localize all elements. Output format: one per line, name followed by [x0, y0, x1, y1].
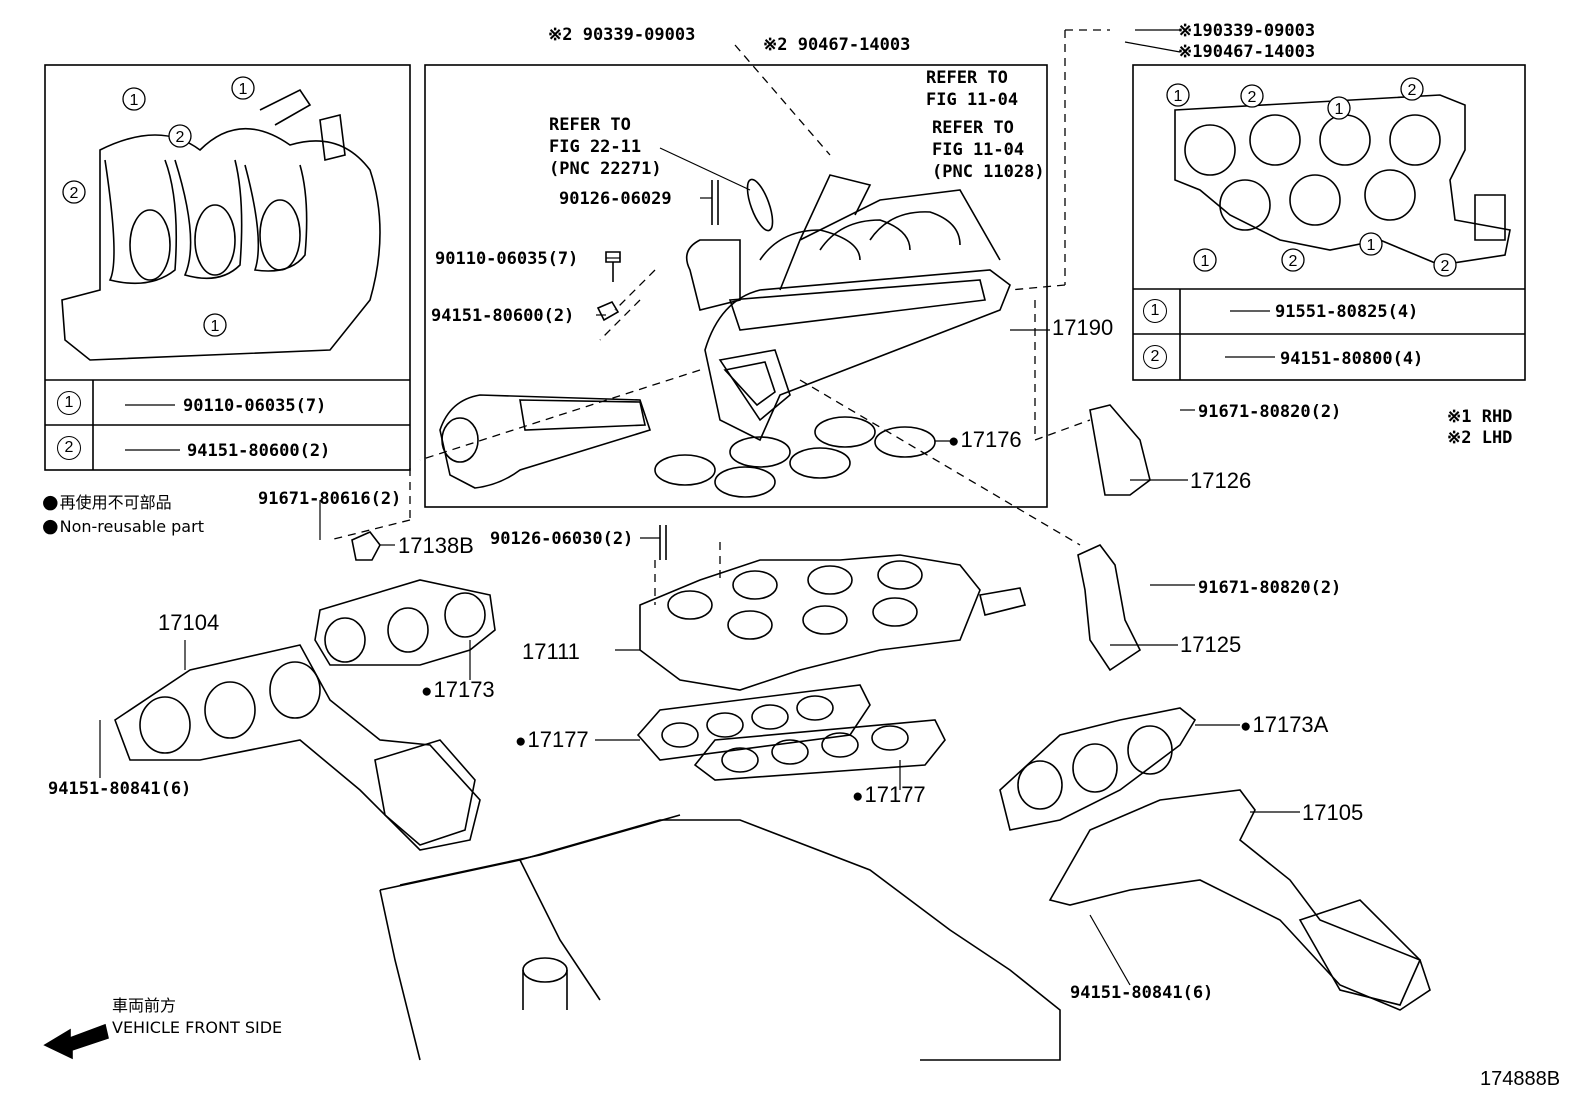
- diagram-id: 174888B: [1480, 1068, 1561, 1090]
- svg-text:1: 1: [211, 318, 220, 335]
- part-91671-80616: 91671-80616(2): [258, 489, 402, 509]
- exhaust-manifold-17105: [1048, 789, 1431, 1011]
- part-17104: 17104: [158, 610, 220, 635]
- part-17177-right: 17177: [852, 783, 925, 809]
- legend-nonreusable-jp: 再使用不可部品: [42, 492, 172, 513]
- svg-text:1: 1: [1367, 237, 1376, 254]
- svg-text:2: 2: [70, 185, 79, 202]
- bracket-17126: [1089, 404, 1151, 496]
- refer-fig-22-11: REFER TO FIG 22-11 (PNC 22271): [549, 115, 662, 179]
- refer-fig-11-04-pnc: REFER TO FIG 11-04 (PNC 11028): [932, 118, 1045, 182]
- vehicle-front-arrow: [43, 1023, 109, 1060]
- part-17177-left: 17177: [515, 728, 588, 754]
- svg-text:1: 1: [1201, 253, 1210, 270]
- top-right-part-2: ※190467-14003: [1178, 42, 1316, 62]
- part-17173: 17173: [421, 678, 494, 704]
- part-94151-80600: 94151-80600(2): [431, 306, 575, 326]
- right-table-key-1: 1: [1143, 299, 1167, 323]
- part-91671-80820-upper: 91671-80820(2): [1198, 402, 1342, 422]
- svg-text:2: 2: [176, 129, 185, 146]
- left-inset-markers: [62, 76, 1457, 337]
- right-table-part-2: 94151-80800(4): [1280, 349, 1424, 369]
- left-table-key-1: 1: [57, 391, 81, 415]
- legend-lhd: ※2 LHD: [1447, 428, 1513, 448]
- part-94151-80841-left: 94151-80841(6): [48, 779, 192, 799]
- part-17173A: 17173A: [1240, 713, 1328, 739]
- left-table-part-1: 90110-06035(7): [183, 396, 327, 416]
- upper-intake-drawing: [439, 174, 1011, 498]
- gasket-17173A: [999, 707, 1197, 831]
- svg-text:2: 2: [1248, 89, 1257, 106]
- svg-text:2: 2: [1408, 82, 1417, 99]
- part-17126: 17126: [1190, 468, 1252, 493]
- svg-text:2: 2: [1441, 258, 1450, 275]
- top-left-part-2: ※2 90467-14003: [763, 35, 911, 55]
- part-90110-06035: 90110-06035(7): [435, 249, 579, 269]
- exhaust-manifold-17104: [114, 644, 481, 851]
- front-side-en: VEHICLE FRONT SIDE: [112, 1018, 283, 1037]
- part-17176: 17176: [948, 428, 1021, 454]
- svg-text:2: 2: [1289, 253, 1298, 270]
- svg-text:1: 1: [239, 81, 248, 98]
- lower-intake-drawing: [639, 525, 1027, 691]
- right-table-key-2: 2: [1143, 345, 1167, 369]
- right-inset-plate: [1174, 94, 1511, 266]
- refer-fig-11-04: REFER TO FIG 11-04: [926, 68, 1019, 110]
- legend-rhd: ※1 RHD: [1447, 407, 1513, 427]
- svg-text:1: 1: [1174, 88, 1183, 105]
- legend-nonreusable-en: Non-reusable part: [42, 516, 204, 537]
- top-right-part-1: ※190339-09003: [1178, 21, 1316, 41]
- front-side-jp: 車両前方: [112, 996, 177, 1015]
- svg-text:1: 1: [1335, 101, 1344, 118]
- left-inset-frame: [44, 64, 411, 471]
- part-17138B: 17138B: [398, 533, 474, 558]
- top-left-part-1: ※2 90339-09003: [548, 25, 696, 45]
- engine-block-sketch: [379, 814, 1061, 1061]
- left-table-part-2: 94151-80600(2): [187, 441, 331, 461]
- left-table-key-2: 2: [57, 436, 81, 460]
- svg-text:1: 1: [130, 92, 139, 109]
- part-94151-80841-right: 94151-80841(6): [1070, 983, 1214, 1003]
- part-90126-06029: 90126-06029: [559, 189, 672, 209]
- part-17125: 17125: [1180, 632, 1242, 657]
- right-table-part-1: 91551-80825(4): [1275, 302, 1419, 322]
- gaskets-17177: [636, 684, 946, 781]
- part-90126-06030: 90126-06030(2): [490, 529, 634, 549]
- right-inset-frame: [1132, 64, 1526, 381]
- part-17190: 17190: [1052, 315, 1114, 340]
- bracket-17125: [1077, 544, 1142, 672]
- part-91671-80820-lower: 91671-80820(2): [1198, 578, 1342, 598]
- part-17111: 17111: [522, 639, 580, 664]
- part-17105: 17105: [1302, 800, 1364, 825]
- bracket-17138B: [351, 531, 381, 561]
- gasket-17173: [314, 579, 496, 666]
